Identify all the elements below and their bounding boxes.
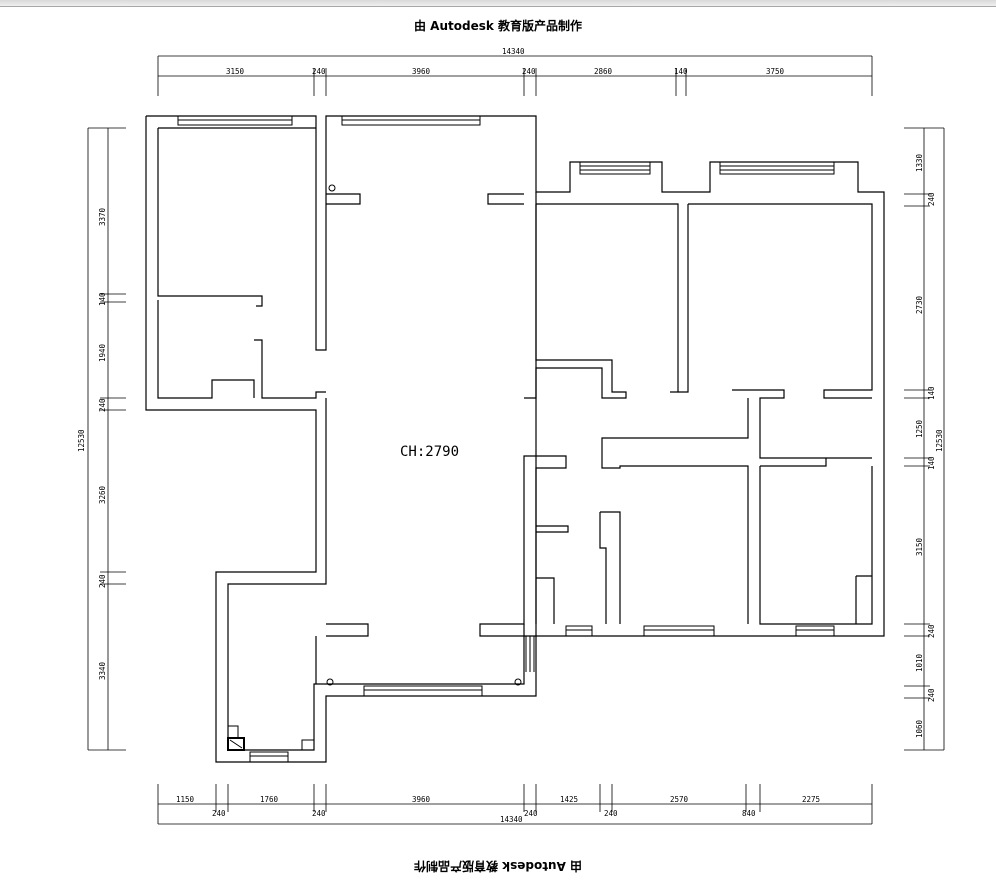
windows: [177, 115, 835, 763]
dim-bottom-total: 14340: [500, 815, 523, 824]
dim-bottom-seg: 3960: [412, 795, 431, 804]
dim-left-total: 12530: [77, 429, 86, 452]
dim-bottom-seg: 2275: [802, 795, 820, 804]
wall-room-ne: [688, 203, 873, 399]
window-3: [579, 161, 651, 175]
dims-right: 12530 1330 240 2730 140 1250 140 3150 24…: [915, 153, 944, 738]
dim-right-seg: 1010: [915, 653, 924, 672]
dim-right-total: 12530: [935, 429, 944, 452]
watermark-top: 由 Autodesk 教育版产品制作: [413, 19, 583, 33]
window-6: [643, 625, 715, 637]
ceiling-height-label: CH:2790: [400, 444, 459, 460]
dim-top-seg: 240: [312, 67, 326, 76]
dim-right-seg: 240: [927, 688, 936, 702]
dim-bottom-seg: 1760: [260, 795, 279, 804]
wall-small-rooms: [536, 511, 621, 624]
walls: [145, 115, 885, 763]
dim-right-seg: 240: [927, 192, 936, 206]
dim-right-seg: 140: [927, 386, 936, 400]
dim-right-seg: 1250: [915, 419, 924, 438]
window-5: [363, 685, 483, 697]
window-9: [249, 751, 289, 763]
dim-bottom-seg: 1150: [176, 795, 195, 804]
wall-room-ne-inner: [678, 204, 872, 459]
dim-left-seg: 140: [98, 292, 107, 306]
wall-closet-sw: [536, 577, 555, 624]
fixture-marker: [326, 678, 334, 686]
dim-bottom-seg: 1425: [560, 795, 578, 804]
dim-right-seg: 2730: [915, 295, 924, 314]
dim-top-seg: 3960: [412, 67, 431, 76]
dim-right-seg: 1060: [915, 719, 924, 738]
wall-lower-stub: [326, 623, 369, 637]
dim-top-seg: 3150: [226, 67, 245, 76]
dim-right-seg: 1330: [915, 153, 924, 172]
wall-outline-west: [146, 115, 885, 637]
dim-top-seg: 140: [674, 67, 688, 76]
wall-mid: [601, 398, 749, 624]
fixture-box: [227, 725, 239, 739]
dim-right-seg: 140: [927, 456, 936, 470]
wall-room-nw-inner: [524, 204, 627, 399]
wall-bedroom-west-inner: [157, 127, 316, 307]
dim-right-seg: 240: [927, 624, 936, 638]
dims-bottom: 1150 1760 3960 1425 2570 2275 240 240 24…: [176, 795, 820, 824]
watermark-bottom: 由 Autodesk 教育版产品制作: [413, 859, 583, 873]
dim-bottom-seg: 840: [742, 809, 756, 818]
fixtures: [227, 184, 522, 751]
fixture-box: [301, 739, 315, 751]
wall-closet-se: [855, 575, 872, 624]
window-top-edge: [0, 0, 996, 7]
wall-east-rooms: [759, 458, 873, 625]
fixture-marker: [514, 678, 522, 686]
wall-west-inner: [227, 398, 525, 751]
dim-left-seg: 3370: [98, 207, 107, 226]
dim-left-seg: 3340: [98, 661, 107, 680]
wall-stub-top: [326, 193, 361, 205]
window-7: [795, 625, 835, 637]
dim-top-seg: 2860: [594, 67, 613, 76]
dim-top-total: 14340: [502, 47, 525, 56]
dim-left-seg: 3260: [98, 485, 107, 504]
wall-west-edge: [145, 116, 537, 763]
dims-top: 14340 3150 240 3960 240 2860 140 3750: [226, 47, 785, 76]
dim-bottom-seg: 240: [212, 809, 226, 818]
window-8: [565, 625, 593, 637]
dim-left-seg: 240: [98, 398, 107, 412]
dim-bottom-seg: 240: [312, 809, 326, 818]
wall-closet-side: [254, 339, 326, 399]
dims-left: 12530 3370 140 1940 240 3260 240 3340: [77, 207, 107, 680]
dim-bottom-seg: 240: [524, 809, 538, 818]
wall-closet: [157, 300, 255, 399]
window-4: [719, 161, 835, 175]
dimension-lines: [87, 55, 945, 825]
dim-left-seg: 240: [98, 574, 107, 588]
fixture-marker: [328, 184, 336, 192]
dim-bottom-seg: 240: [604, 809, 618, 818]
dim-top-seg: 3750: [766, 67, 785, 76]
wall-room-nw: [536, 203, 679, 393]
wall-stub-right: [487, 193, 524, 205]
dim-bottom-seg: 2570: [670, 795, 689, 804]
dim-top-seg: 240: [522, 67, 536, 76]
dim-right-seg: 3150: [915, 537, 924, 556]
dim-left-seg: 1940: [98, 343, 107, 362]
